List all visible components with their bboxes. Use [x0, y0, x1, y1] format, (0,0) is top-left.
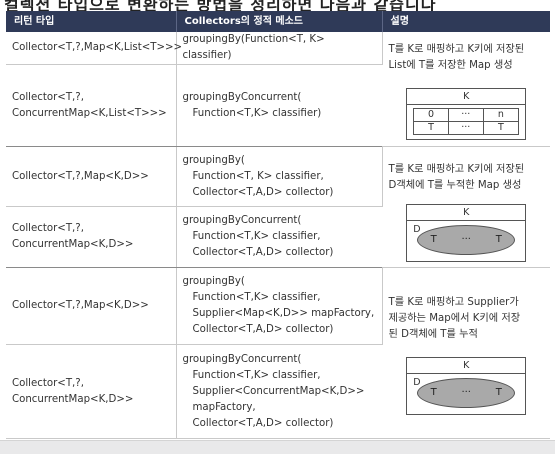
return-type-line: Collector<T,?,	[12, 377, 84, 389]
method-line: groupingBy(	[182, 276, 245, 287]
method-cell: groupingBy( Function<T, K> classifier, C…	[176, 146, 383, 207]
method-cell: groupingByConcurrent( Function<T,K> clas…	[176, 206, 382, 268]
section-heading: 컬렉션 타입으로 변환하는 방법을 정리하면 다음과 같습니다	[4, 0, 437, 11]
bottom-scroll-strip	[0, 440, 555, 454]
ellipse-value: ···	[461, 234, 471, 245]
table-row: Collector<T,?,Map<K,D>> groupingBy( Func…	[6, 267, 550, 439]
method-cell: groupingBy(Function<T, K> classifier)	[176, 32, 383, 65]
ellipse-value: T	[430, 234, 437, 245]
description-line: 된 D객체에 T를 누적	[388, 329, 478, 340]
header-return-type: 리턴 타입	[6, 11, 177, 32]
ellipse-value: T	[430, 387, 437, 398]
description-line: T를 K로 매핑하고 K키에 저장된	[388, 44, 525, 55]
table-row: Collector<T,?,Map<K,List<T>>> groupingBy…	[6, 32, 550, 147]
return-type-cell: Collector<T,?,Map<K,D>>	[6, 146, 177, 207]
list-value: T	[414, 122, 449, 134]
method-line: Function<T,K> classifier,	[192, 231, 321, 242]
accumulator-map-diagram: K D T ··· T	[406, 204, 527, 262]
description-cell: T를 K로 매핑하고 Supplier가 제공하는 Map에서 K키에 저장 된…	[382, 267, 550, 439]
method-line: groupingByConcurrent(	[182, 215, 302, 226]
method-line: Collector<T,A,D> collector)	[192, 247, 334, 258]
description-cell: T를 K로 매핑하고 K키에 저장된 List에 T를 저장한 Map 생성 K…	[382, 32, 550, 147]
return-type-line: Collector<T,?,	[12, 91, 84, 103]
method-line: mapFactory,	[192, 401, 256, 413]
method-line: groupingByConcurrent(	[182, 353, 302, 365]
collectors-table: 리턴 타입 Collectors의 정적 메소드 설명 Collector<T,…	[6, 11, 550, 439]
return-type-line: Collector<T,?,	[12, 223, 84, 234]
description-cell: T를 K로 매핑하고 K키에 저장된 D객체에 T를 누적한 Map 생성 K …	[382, 146, 550, 268]
return-type-line: ConcurrentMap<K,D>>	[12, 239, 134, 250]
accumulator-ellipse: T ··· T	[417, 225, 516, 255]
table-row: Collector<T,?, ConcurrentMap<K,D>> group…	[6, 206, 550, 268]
ellipse-value: T	[495, 387, 502, 398]
diagram-d-label: D	[413, 224, 421, 235]
method-line: Supplier<ConcurrentMap<K,D>>	[192, 385, 365, 397]
ellipse-value: T	[495, 234, 502, 245]
return-type-cell: Collector<T,?,Map<K,List<T>>>	[6, 32, 182, 65]
list-index: n	[483, 109, 519, 122]
list-grid: 0 ··· n T ··· T	[413, 108, 520, 135]
method-line: groupingBy(Function<T, K> classifier)	[182, 34, 325, 61]
diagram-key-label: K	[407, 89, 526, 105]
description-line: List에 T를 저장한 Map 생성	[388, 60, 513, 71]
table-row: Collector<T,?, ConcurrentMap<K,List<T>>>…	[6, 64, 550, 147]
list-map-diagram: K 0 ··· n T ··· T	[406, 88, 527, 140]
section-heading-strip: 컬렉션 타입으로 변환하는 방법을 정리하면 다음과 같습니다	[0, 0, 555, 11]
header-description: 설명	[382, 11, 550, 32]
return-type-cell: Collector<T,?, ConcurrentMap<K,List<T>>>	[6, 64, 177, 147]
return-type-cell: Collector<T,?,Map<K,D>>	[6, 267, 177, 345]
list-index: 0	[414, 109, 449, 122]
return-type-line: ConcurrentMap<K,List<T>>>	[12, 107, 167, 119]
table-row: Collector<T,?, ConcurrentMap<K,D>> group…	[6, 344, 550, 439]
diagram-key-label: K	[407, 205, 526, 221]
method-line: groupingBy(	[182, 154, 245, 166]
description-line: T를 K로 매핑하고 K키에 저장된	[388, 164, 525, 175]
supplier-map-diagram: K D T ··· T	[406, 357, 527, 415]
method-line: Supplier<Map<K,D>> mapFactory,	[192, 308, 375, 319]
return-type-cell: Collector<T,?, ConcurrentMap<K,D>>	[6, 344, 177, 439]
accumulator-ellipse: T ··· T	[417, 378, 516, 408]
header-static-method: Collectors의 정적 메소드	[176, 11, 383, 32]
table-header-row: 리턴 타입 Collectors의 정적 메소드 설명	[6, 11, 550, 32]
description-line: T를 K로 매핑하고 Supplier가	[388, 297, 519, 308]
method-line: groupingByConcurrent(	[182, 91, 302, 103]
diagram-key-label: K	[407, 358, 526, 374]
description-line: 제공하는 Map에서 K키에 저장	[388, 313, 521, 324]
diagram-d-label: D	[413, 377, 421, 388]
method-cell: groupingByConcurrent( Function<T,K> clas…	[176, 344, 382, 439]
method-line: Function<T, K> classifier,	[192, 170, 324, 182]
method-cell: groupingByConcurrent( Function<T,K> clas…	[176, 64, 382, 147]
description-line: D객체에 T를 누적한 Map 생성	[388, 180, 522, 191]
method-line: Collector<T,A,D> collector)	[192, 417, 334, 429]
method-line: Collector<T,A,D> collector)	[192, 186, 334, 198]
table-row: Collector<T,?,Map<K,D>> groupingBy( Func…	[6, 146, 550, 268]
method-line: Function<T,K> classifier,	[192, 292, 321, 303]
ellipse-value: ···	[461, 387, 471, 398]
method-cell: groupingBy( Function<T,K> classifier, Su…	[176, 267, 383, 345]
list-value: T	[498, 122, 504, 133]
method-line: Function<T,K> classifier)	[192, 107, 322, 119]
return-type-line: ConcurrentMap<K,D>>	[12, 393, 134, 405]
return-type-cell: Collector<T,?, ConcurrentMap<K,D>>	[6, 206, 177, 268]
method-line: Collector<T,A,D> collector)	[192, 324, 334, 335]
method-line: Function<T,K> classifier,	[192, 369, 321, 381]
list-index: ···	[448, 109, 484, 122]
list-value: ···	[449, 122, 484, 134]
